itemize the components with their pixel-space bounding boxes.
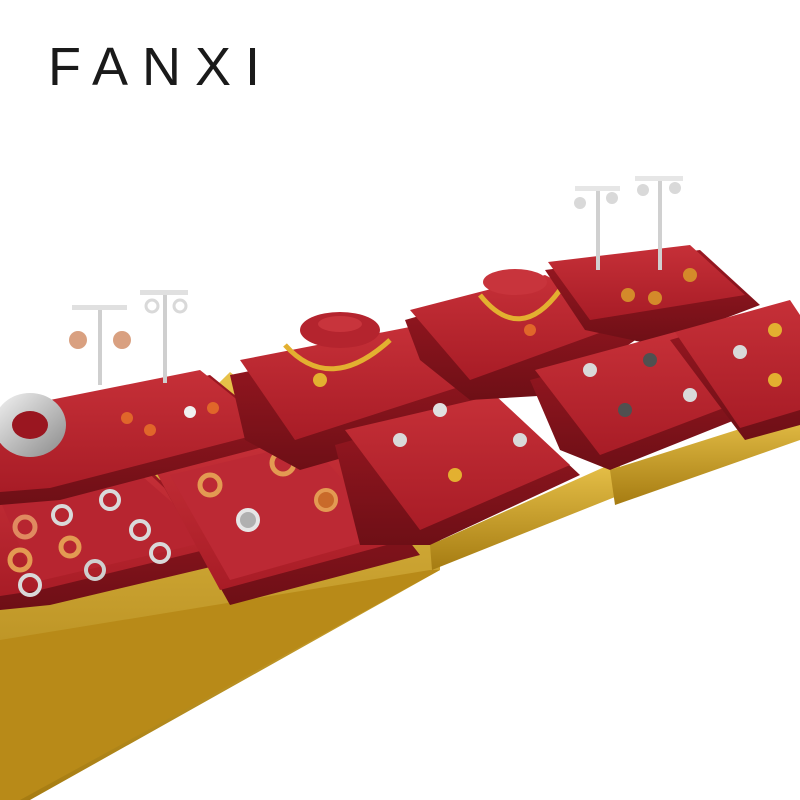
pendant-icon [393, 403, 527, 482]
bangle-icon [0, 393, 66, 457]
earring-icon [621, 268, 697, 305]
earring-icon [121, 402, 219, 436]
brand-logo: FANXI [48, 37, 275, 97]
necklace-icon [478, 288, 563, 336]
earring-stand-left [69, 290, 188, 385]
ring-icon [7, 449, 338, 597]
necklace-icon [283, 338, 392, 387]
pendant-icon [583, 323, 782, 417]
gold-base-middle [430, 460, 620, 570]
